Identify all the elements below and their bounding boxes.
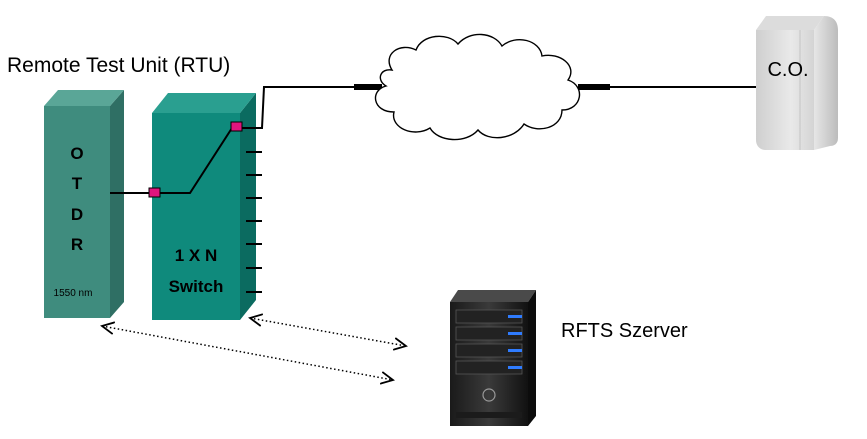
otdr-server-double-arrow (102, 326, 393, 380)
switch-label-line2: Switch (169, 277, 224, 296)
server-icon (450, 290, 536, 426)
switch-front-face (152, 113, 240, 320)
otdr-front-face (44, 106, 110, 318)
co-building-icon (756, 16, 838, 150)
switch-top-face (152, 93, 256, 113)
switch-side-face (240, 93, 256, 320)
co-label: C.O. (767, 59, 808, 81)
otdr-connector (148, 187, 161, 198)
fiber-lines (110, 86, 756, 194)
cloud-icon (374, 33, 580, 141)
otdr-wavelength: 1550 nm (54, 288, 93, 299)
otdr-side-face (110, 90, 124, 318)
otdr-letter-o: O (70, 144, 83, 163)
rtu-title: Remote Test Unit (RTU) (7, 54, 230, 77)
server-drive-bays (455, 309, 523, 375)
switch-port-ticks (246, 151, 262, 293)
otdr-unit: O T D R 1550 nm (44, 90, 124, 318)
switch-label-line1: 1 X N (175, 246, 218, 265)
management-links (102, 318, 406, 380)
fiber-rtu-to-cloud (110, 86, 358, 194)
otdr-letter-t: T (72, 174, 83, 193)
otdr-top-face (44, 90, 124, 106)
switch-server-double-arrow (250, 318, 406, 346)
switch-unit: 1 X N Switch (152, 93, 262, 320)
otdr-letter-r: R (71, 235, 83, 254)
server-label: RFTS Szerver (561, 320, 688, 342)
otdr-letter-d: D (71, 205, 83, 224)
switch-connector (230, 121, 243, 132)
